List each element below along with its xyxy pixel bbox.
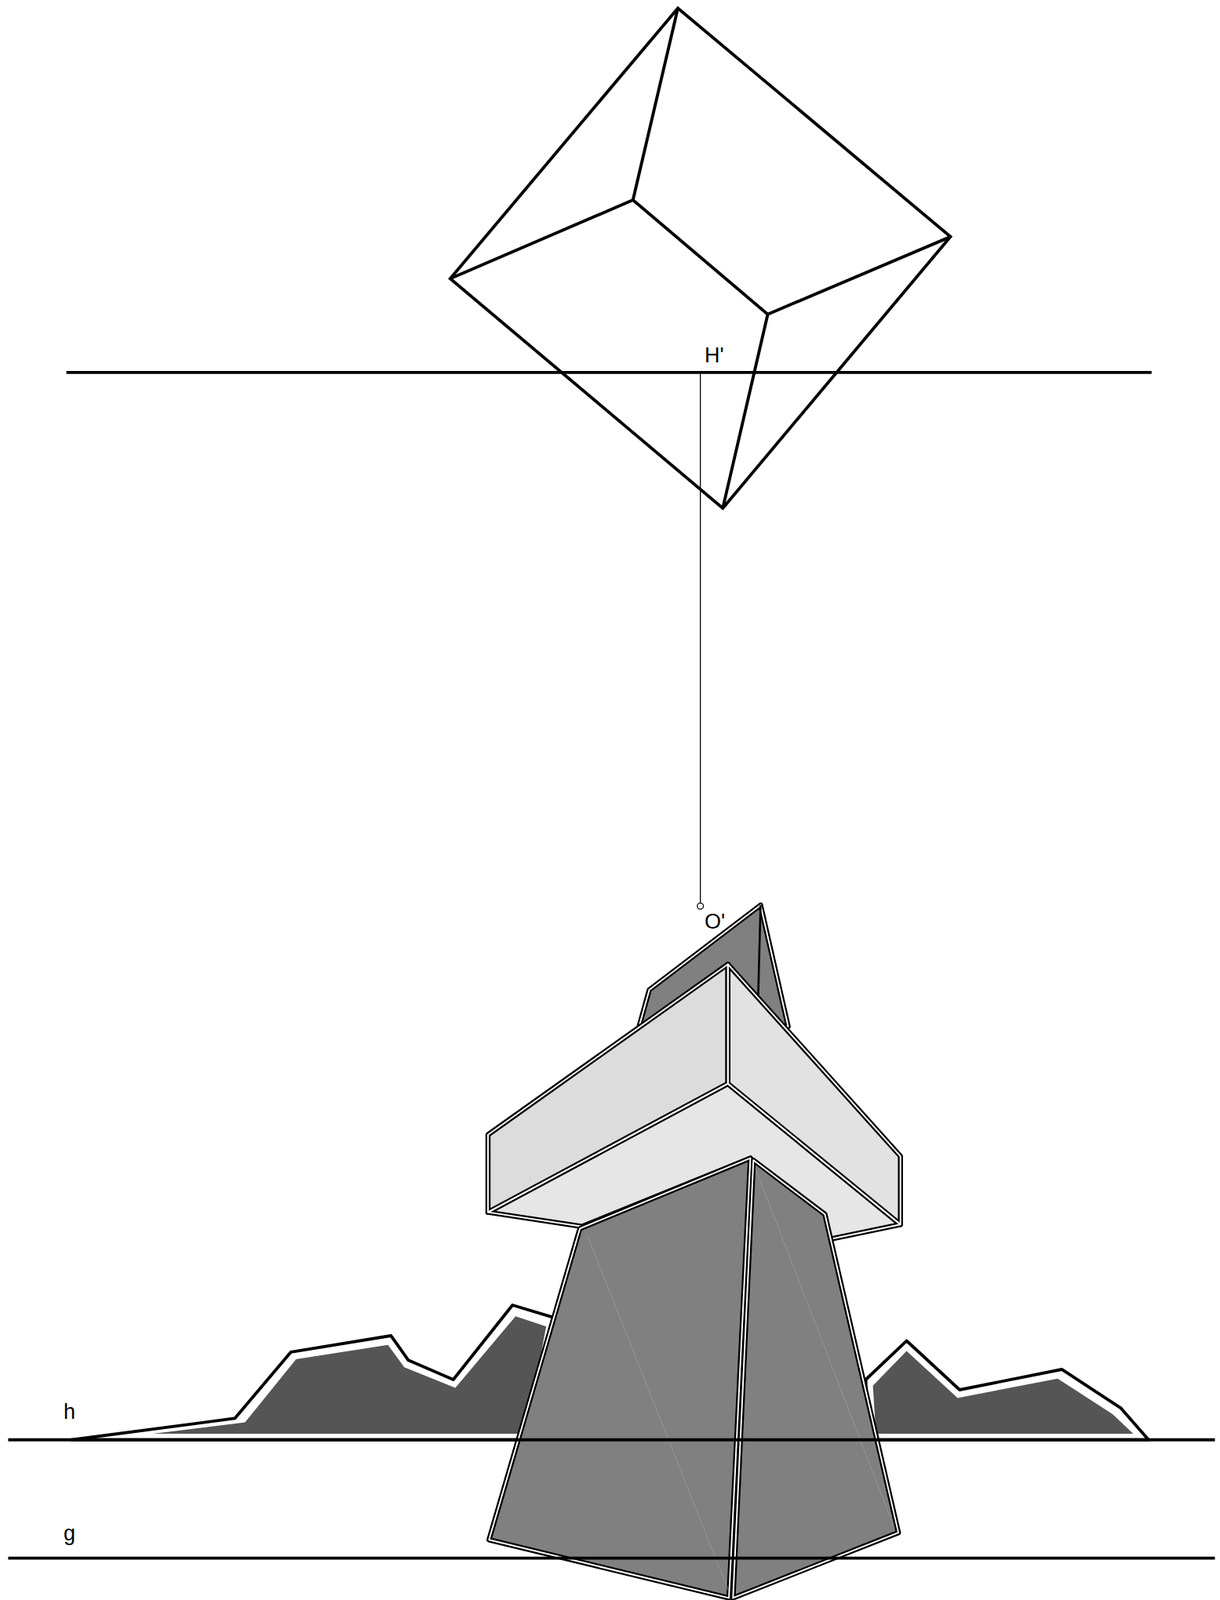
station-point [697,903,704,910]
picture-plane-line [66,371,1152,375]
line-label: g [63,1523,76,1545]
line-label: h [63,1402,76,1424]
point-label: H' [704,345,725,367]
ground-line [7,1557,1215,1561]
point-label: O' [704,911,725,933]
horizon-line [7,1438,1215,1443]
projection-line [699,372,701,904]
pillar [488,1158,899,1599]
